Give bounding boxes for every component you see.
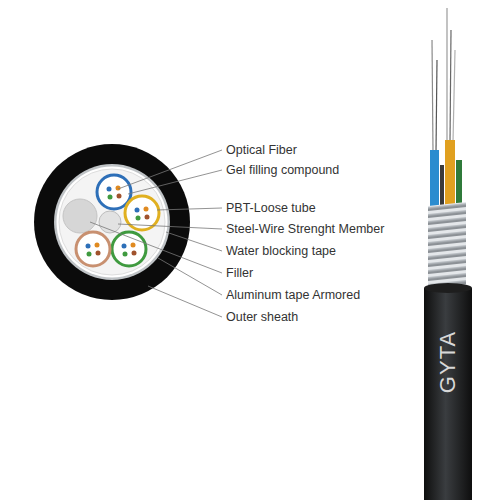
part-label: PBT-Loose tube [226,201,316,216]
part-label: Steel-Wire Strenght Member [226,222,384,237]
part-label: Optical Fiber [226,143,297,158]
part-label: Filler [226,266,253,281]
cable-side-view [424,8,472,500]
aluminum-tape [54,164,170,280]
fibers [86,186,150,257]
armor-tape [428,202,466,294]
water-blocking-tape [57,167,168,278]
core [59,169,165,275]
leader-lines [90,150,222,317]
part-label: Aluminum tape Armored [226,288,360,303]
cable-marking: GYTA [437,331,459,393]
outer-sheath [34,144,190,300]
cable-jacket [424,288,472,500]
filler-rod [63,199,97,233]
loose-tubes [76,175,159,266]
cross-section [34,144,190,300]
part-label: Water blocking tape [226,244,336,259]
part-label: Outer sheath [226,310,298,325]
part-label: Gel filling compound [226,163,339,178]
